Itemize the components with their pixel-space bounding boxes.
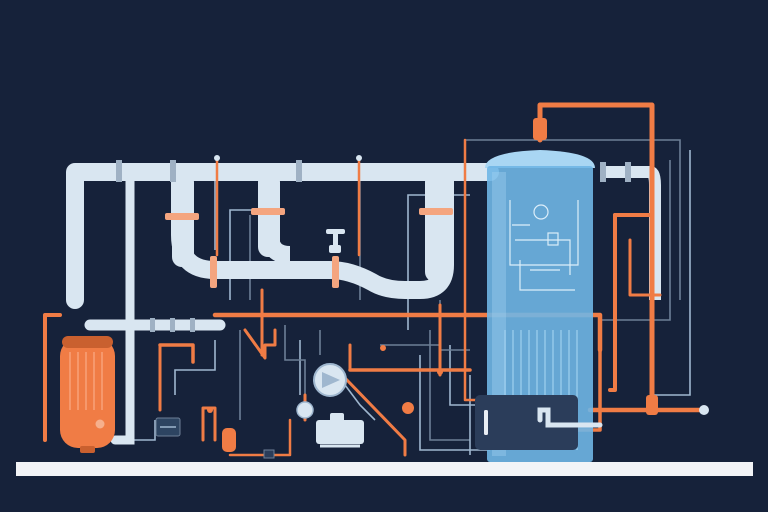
motor-unit [316,413,364,448]
flange-orange [533,118,547,140]
flange [419,208,453,215]
pump-impeller [322,372,340,388]
flange-orange [646,395,658,415]
flange-grey [170,318,175,332]
motor-icon [316,420,364,444]
small-valve-icon [207,407,213,413]
flange-grey [190,318,195,332]
small-valve-icon [380,345,386,351]
orange-cartridge [222,428,236,452]
flange-grey [150,318,155,332]
pipe-flanges [116,118,658,415]
small-components [155,155,709,459]
boiler-cap [62,336,113,348]
control-panel-box [475,395,603,450]
orange-bulb [402,402,414,414]
flange-grey [116,160,122,182]
flange-grey [296,160,302,182]
flange [332,256,339,288]
valve-stem [333,230,338,250]
flange-grey [170,160,176,182]
flange [165,213,199,220]
boiler-ribs [69,352,103,410]
end-cap [699,405,709,415]
orange-pipe [608,213,617,392]
control-box-body [475,395,578,450]
orange-pipe [43,313,62,442]
flange [251,208,285,215]
orange-supply-pipes [43,102,703,457]
orange-pipe [158,343,195,364]
orange-pipe [628,238,662,297]
fan-filter [155,417,181,437]
thin-line [344,384,376,421]
column-cap [485,150,595,168]
gauge-icon [296,401,314,419]
orange-pipe [343,376,407,457]
boiler-body [60,338,115,448]
control-box-pipe [537,407,603,428]
valve-icon [326,229,345,234]
top-nipple [356,155,362,161]
junction-box [263,449,275,459]
orange-boiler-tank [60,336,115,453]
header-drop-leg [425,172,447,282]
flange [210,256,217,288]
gauge-icon [533,204,549,220]
orange-pipe [228,418,292,457]
circular-pump [313,363,347,397]
thin-line [600,160,671,321]
motor-top [330,413,344,422]
thin-line [429,330,470,441]
thin-line [449,345,475,406]
top-nipple [214,155,220,161]
filter-icon [547,232,559,246]
boiler-gauge-icon [95,419,105,429]
control-box-slot [484,410,488,435]
flange-grey [600,162,606,182]
thin-line [650,150,691,396]
floor-line [16,462,753,476]
column-highlight [492,172,506,456]
small-valve-icon [437,369,443,375]
blue-vertical-column [485,150,595,462]
flange-grey [625,162,631,182]
thin-line [174,340,216,395]
valve-body [329,245,341,253]
header-pipe-run [110,167,135,445]
thin-line [419,355,490,451]
orange-pipe [243,328,277,360]
boiler-foot [80,446,95,453]
manual-valve [326,229,345,253]
column-internal-diagram [509,200,579,291]
thin-line [284,325,306,400]
